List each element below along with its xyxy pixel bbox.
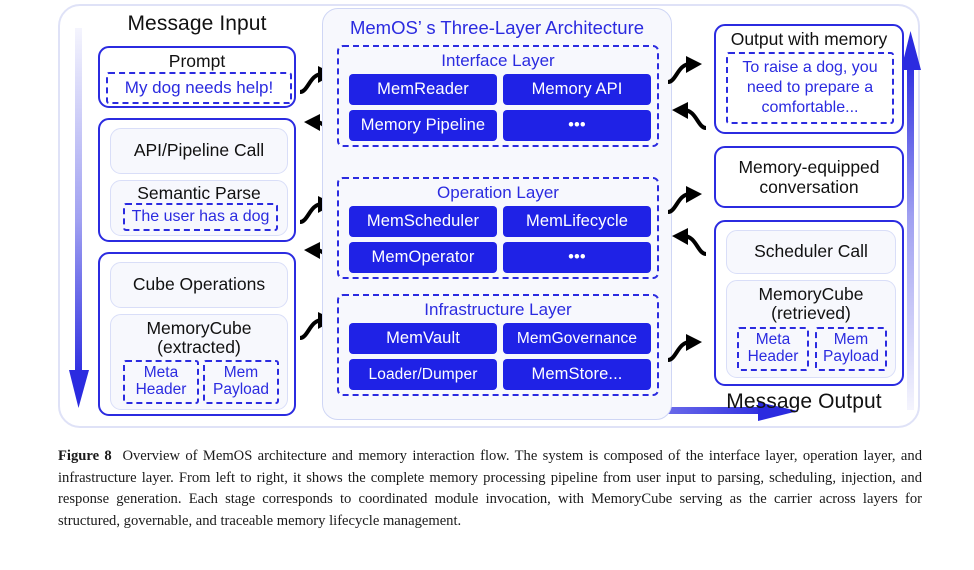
message-input-column: Message Input Prompt My dog needs help! … bbox=[86, 8, 308, 418]
retrieved-mem-payload-chip: Mem Payload bbox=[815, 327, 887, 371]
infrastructure-layer-group: Infrastructure Layer MemVault MemGoverna… bbox=[337, 294, 659, 396]
api-pipeline-call-label: API/Pipeline Call bbox=[133, 140, 265, 160]
chip-memlifecycle[interactable]: MemLifecycle bbox=[503, 206, 651, 237]
chip-memoperator[interactable]: MemOperator bbox=[349, 242, 497, 273]
parse-group-box: API/Pipeline Call Semantic Parse The use… bbox=[98, 118, 296, 242]
cube-operations-label: Cube Operations bbox=[132, 274, 266, 294]
semantic-parse-label: Semantic Parse bbox=[137, 183, 261, 203]
message-output-heading: Message Output bbox=[726, 390, 882, 413]
infrastructure-layer-title: Infrastructure Layer bbox=[424, 300, 572, 319]
scheduler-call-label: Scheduler Call bbox=[754, 241, 868, 261]
prompt-box[interactable]: Prompt My dog needs help! bbox=[98, 46, 296, 108]
prompt-value: My dog needs help! bbox=[106, 72, 292, 104]
memory-equipped-conversation-label: Memory-equipped conversation bbox=[738, 157, 880, 197]
memorycube-retrieved-box[interactable]: MemoryCube (retrieved) Meta Header Mem P… bbox=[726, 280, 896, 378]
memorycube-extracted-title: MemoryCube bbox=[146, 318, 252, 338]
mem-payload-chip: Mem Payload bbox=[203, 360, 279, 404]
connector-operation-to-conversation-icon bbox=[667, 186, 702, 214]
message-output-column: Output with memory To raise a dog, you n… bbox=[700, 8, 908, 418]
prompt-label: Prompt bbox=[168, 51, 226, 71]
output-cube-group-box: Scheduler Call MemoryCube (retrieved) Me… bbox=[714, 220, 904, 386]
figure-caption-label: Figure 8 bbox=[58, 448, 112, 464]
chip-memgovernance[interactable]: MemGovernance bbox=[503, 323, 651, 354]
memorycube-extracted-box[interactable]: MemoryCube (extracted) Meta Header Mem P… bbox=[110, 314, 288, 410]
chip-memreader[interactable]: MemReader bbox=[349, 74, 497, 105]
chip-memstore[interactable]: MemStore... bbox=[503, 359, 651, 390]
figure-caption-text: Overview of MemOS architecture and memor… bbox=[58, 448, 922, 529]
interface-layer-group: Interface Layer MemReader Memory API Mem… bbox=[337, 45, 659, 147]
memory-equipped-conversation-box[interactable]: Memory-equipped conversation bbox=[714, 146, 904, 208]
message-input-heading: Message Input bbox=[127, 12, 267, 35]
memos-architecture-column: MemOS’ s Three-Layer Architecture Interf… bbox=[322, 8, 672, 420]
connector-interface-to-output-icon bbox=[667, 56, 702, 84]
memorycube-extracted-subtitle: (extracted) bbox=[157, 337, 241, 357]
memorycube-retrieved-title: MemoryCube bbox=[758, 284, 864, 304]
chip-memscheduler[interactable]: MemScheduler bbox=[349, 206, 497, 237]
figure-caption: Figure 8 Overview of MemOS architecture … bbox=[58, 446, 922, 532]
retrieved-meta-header-chip: Meta Header bbox=[737, 327, 809, 371]
output-flow-arrow-up bbox=[901, 31, 921, 410]
api-pipeline-call-box[interactable]: API/Pipeline Call bbox=[110, 128, 288, 174]
chip-loader-dumper[interactable]: Loader/Dumper bbox=[349, 359, 497, 390]
memorycube-retrieved-subtitle: (retrieved) bbox=[771, 303, 851, 323]
semantic-parse-box[interactable]: Semantic Parse The user has a dog bbox=[110, 180, 288, 236]
chip-memory-pipeline[interactable]: Memory Pipeline bbox=[349, 110, 497, 141]
operation-layer-group: Operation Layer MemScheduler MemLifecycl… bbox=[337, 177, 659, 279]
scheduler-call-box[interactable]: Scheduler Call bbox=[726, 230, 896, 274]
connector-infrastructure-to-memorycube-icon bbox=[667, 334, 702, 362]
chip-memory-api[interactable]: Memory API bbox=[503, 74, 651, 105]
input-flow-arrow-down bbox=[69, 28, 89, 408]
semantic-parse-value: The user has a dog bbox=[123, 203, 278, 231]
cube-operations-box[interactable]: Cube Operations bbox=[110, 262, 288, 308]
chip-interface-more[interactable]: ••• bbox=[503, 110, 651, 141]
connector-output-to-interface-icon bbox=[672, 102, 707, 130]
architecture-title: MemOS’ s Three-Layer Architecture bbox=[349, 17, 645, 38]
output-with-memory-label: Output with memory bbox=[730, 29, 888, 49]
chip-operation-more[interactable]: ••• bbox=[503, 242, 651, 273]
output-with-memory-box[interactable]: Output with memory To raise a dog, you n… bbox=[714, 24, 904, 134]
operation-layer-title: Operation Layer bbox=[437, 183, 559, 202]
interface-layer-title: Interface Layer bbox=[441, 51, 555, 70]
meta-header-chip: Meta Header bbox=[123, 360, 199, 404]
connector-scheduler-to-operation-icon bbox=[672, 228, 707, 256]
cube-group-box: Cube Operations MemoryCube (extracted) M… bbox=[98, 252, 296, 416]
output-with-memory-value: To raise a dog, you need to prepare a co… bbox=[726, 52, 894, 124]
chip-memvault[interactable]: MemVault bbox=[349, 323, 497, 354]
